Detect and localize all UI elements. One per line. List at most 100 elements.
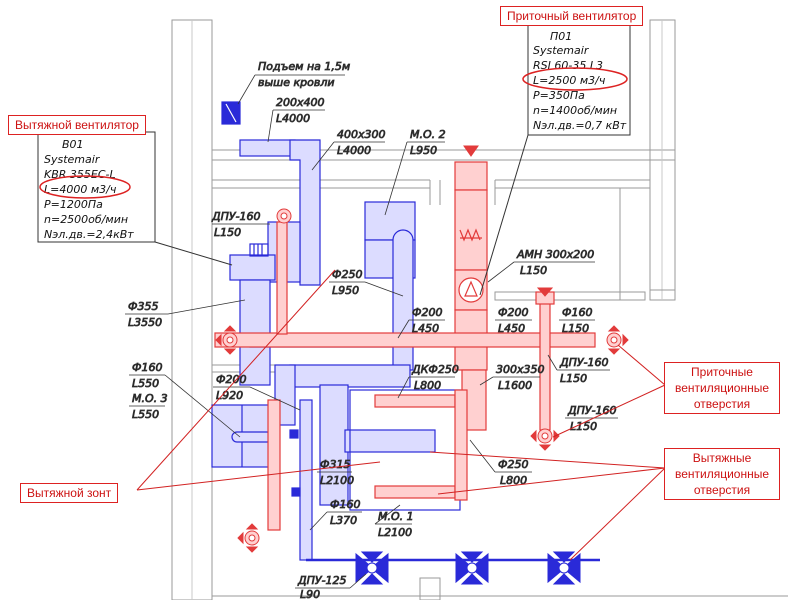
- label-f160-c: Ф160: [330, 498, 360, 511]
- label-dkf250-L: L800: [414, 379, 441, 392]
- exhaust-vent-3: [547, 551, 581, 585]
- callout-supply-vents-line1: Приточные: [691, 365, 753, 379]
- duct-f250-vertical: [392, 229, 414, 371]
- label-dpu125: ДПУ-125: [297, 574, 347, 587]
- label-mo2-L: L950: [410, 144, 437, 157]
- supply-fan-body: [454, 189, 488, 271]
- label-dpu125-L: L90: [300, 588, 320, 600]
- label-f250-a: Ф250: [332, 268, 362, 281]
- supply-fan-speed: n=1400об/мин: [533, 104, 617, 117]
- supply-branch-f250: [374, 485, 456, 499]
- supply-fan-spec: П01 Systemair RSI 60-35 L3 L=2500 м3/ч P…: [479, 24, 631, 296]
- dimension-labels: Подъем на 1,5м выше кровли 200х400 L4000…: [125, 60, 618, 600]
- label-dpu160-b-L: L150: [560, 372, 587, 385]
- exhaust-fan-body: [229, 254, 276, 281]
- label-f250-b-L: L800: [500, 474, 527, 487]
- label-d200x400: 200х400: [276, 96, 325, 109]
- exhaust-vent-2: [455, 551, 489, 585]
- callout-exhaust-fan: Вытяжной вентилятор: [8, 115, 146, 135]
- label-mo1-L: L2100: [378, 526, 412, 539]
- supply-fan-brand: Systemair: [533, 44, 590, 57]
- duct-200x400: [239, 139, 296, 157]
- supply-network: [214, 161, 596, 531]
- exhaust-fan-power: Nэл.дв.=2,4кВт: [44, 228, 134, 241]
- supply-intake-arrow-icon: [463, 145, 479, 157]
- label-dpu160-a-L: L150: [214, 226, 241, 239]
- callout-exhaust-fan-text: Вытяжной вентилятор: [15, 118, 139, 132]
- label-roof-2: выше кровли: [258, 76, 335, 89]
- label-f160-a-L: L150: [562, 322, 589, 335]
- label-dpu160-b: ДПУ-160: [559, 356, 609, 369]
- label-f250-b: Ф250: [498, 458, 528, 471]
- label-d300x350: 300х350: [496, 363, 545, 376]
- supply-vents: [215, 145, 629, 553]
- supply-vent-left: [215, 325, 238, 355]
- label-roof-1: Подъем на 1,5м: [258, 60, 350, 73]
- duct-mid-horizontal: [289, 364, 411, 388]
- callout-exhaust-vents-line3: отверстия: [693, 483, 751, 497]
- callout-supply-fan-text: Приточный вентилятор: [507, 9, 637, 23]
- label-f200-b: Ф200: [498, 306, 528, 319]
- supply-riser-left: [267, 399, 281, 531]
- exhaust-fan-speed: n=2500об/мин: [44, 213, 128, 226]
- label-mo2: М.О. 2: [410, 128, 446, 141]
- label-f160-b: Ф160: [132, 361, 162, 374]
- label-d200x400-L: L4000: [276, 112, 310, 125]
- duct-400x300: [289, 139, 321, 286]
- callout-exhaust-hood: Вытяжной зонт: [20, 483, 119, 503]
- supply-vent-lower: [530, 428, 560, 451]
- label-f355-L: L3550: [128, 316, 162, 329]
- supply-fan-id: П01: [550, 30, 572, 43]
- callout-supply-vents-line3: отверстия: [693, 397, 751, 411]
- supply-vent-right: [606, 325, 629, 355]
- callout-exhaust-vents-line2: вентиляционные: [674, 467, 770, 481]
- label-mo3: М.О. 3: [132, 392, 168, 405]
- supply-vent-top-arrow-icon: [536, 287, 554, 297]
- exhaust-fan-pressure: P=1200Па: [44, 198, 103, 211]
- supply-fan-power: Nэл.дв.=0,7 кВт: [533, 119, 627, 132]
- callout-supply-vents: Приточные вентиляционные отверстия: [664, 362, 780, 414]
- supply-vent-bottom-left: [237, 523, 260, 553]
- label-f200-c-L: L920: [216, 389, 243, 402]
- exhaust-fan-brand: Systemair: [44, 153, 101, 166]
- supply-fan-pressure: P=350Па: [533, 89, 585, 102]
- label-dkf250: ДКФ250: [411, 363, 459, 376]
- duct-f315-branch: [344, 429, 436, 453]
- supply-branch-dpu160a: [276, 221, 288, 335]
- label-f160-c-L: L370: [330, 514, 357, 527]
- label-dpu160-a: ДПУ-160: [211, 210, 261, 223]
- label-amn: АМН 300х200: [516, 248, 594, 261]
- exhaust-fan-flow: L=4000 м3/ч: [44, 183, 117, 196]
- label-f200-b-L: L450: [498, 322, 525, 335]
- supply-vent-top: [276, 208, 292, 224]
- exhaust-flow-highlight: [39, 175, 131, 199]
- label-mo1: М.О. 1: [378, 510, 414, 523]
- exhaust-vent-1: [355, 551, 389, 585]
- callout-exhaust-vents-line1: Вытяжные: [692, 451, 752, 465]
- supply-fan-flow: L=2500 м3/ч: [533, 74, 606, 87]
- callout-supply-fan: Приточный вентилятор: [500, 6, 644, 26]
- label-d400x300-L: L4000: [337, 144, 371, 157]
- label-f315: Ф315: [320, 458, 350, 471]
- supply-duct-f200: [214, 332, 596, 348]
- label-f160-b-L: L550: [132, 377, 159, 390]
- label-f355: Ф355: [128, 300, 158, 313]
- callout-pointers: [136, 269, 666, 561]
- duct-f160-l370: [299, 399, 313, 561]
- exhaust-fan-spec: В01 Systemair KBR 355EC-L L=4000 м3/ч P=…: [37, 131, 233, 266]
- label-dpu160-c-L: L150: [570, 420, 597, 433]
- supply-branch-dkf250: [374, 394, 456, 408]
- duct-f315: [319, 384, 349, 506]
- label-d400x300: 400х300: [337, 128, 386, 141]
- supply-fan-top: [454, 161, 488, 191]
- label-f160-a: Ф160: [562, 306, 592, 319]
- label-amn-L: L150: [520, 264, 547, 277]
- callout-exhaust-hood-text: Вытяжной зонт: [27, 486, 112, 500]
- callout-supply-vents-line2: вентиляционные: [674, 381, 770, 395]
- label-d300x350-L: L1600: [498, 379, 532, 392]
- label-f315-L: L2100: [320, 474, 354, 487]
- label-f200-c: Ф200: [216, 373, 246, 386]
- label-f250-a-L: L950: [332, 284, 359, 297]
- exhaust-vents: [355, 551, 581, 585]
